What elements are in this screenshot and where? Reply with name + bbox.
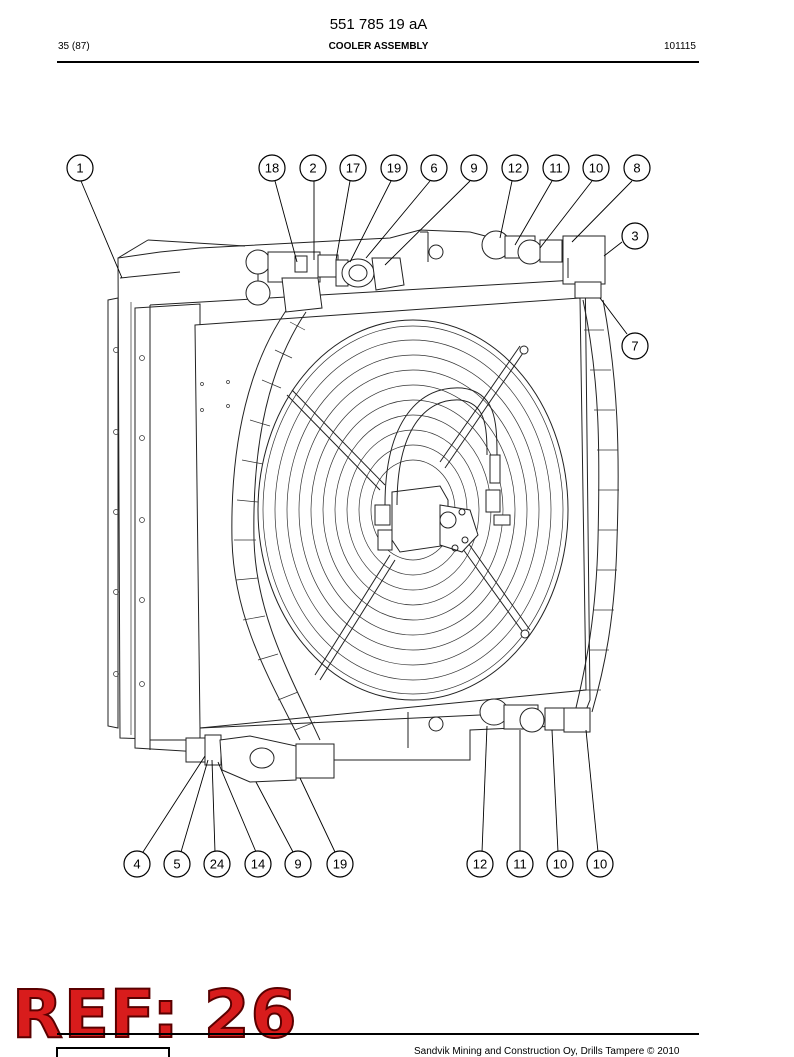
svg-text:4: 4 [133, 857, 140, 872]
document-number: 551 785 19 aA [329, 16, 428, 33]
callout-top-19: 19 [380, 154, 408, 182]
callout-right-7: 7 [621, 332, 649, 360]
right-hose [574, 299, 619, 713]
svg-text:9: 9 [470, 161, 477, 176]
svg-text:2: 2 [309, 161, 316, 176]
callout-bottom-24: 24 [203, 850, 231, 878]
svg-text:19: 19 [387, 161, 401, 176]
reference-stamp: REF: 26 [11, 976, 298, 1053]
brand-logo-icon [56, 1047, 170, 1057]
callout-top-18: 18 [258, 154, 286, 182]
svg-text:8: 8 [633, 161, 640, 176]
callout-bottom-9: 9 [284, 850, 312, 878]
bottom-left-fittings [185, 734, 335, 783]
fan-guard [257, 319, 569, 701]
svg-text:19: 19 [333, 857, 347, 872]
svg-text:14: 14 [251, 857, 265, 872]
svg-text:9: 9 [294, 857, 301, 872]
header-rule [57, 61, 699, 63]
callout-top-9: 9 [460, 154, 488, 182]
top-right-fittings [481, 230, 606, 299]
callout-bottom-11: 11 [506, 850, 534, 878]
callout-bottom-12: 12 [466, 850, 494, 878]
callout-bottom-10b: 10 [586, 850, 614, 878]
svg-text:10: 10 [593, 857, 607, 872]
svg-text:7: 7 [631, 339, 638, 354]
callout-top-12: 12 [501, 154, 529, 182]
callout-top-10: 10 [582, 154, 610, 182]
callout-bottom-5: 5 [163, 850, 191, 878]
svg-text:10: 10 [553, 857, 567, 872]
svg-text:5: 5 [173, 857, 180, 872]
svg-text:11: 11 [549, 161, 563, 176]
date-code: 101115 [664, 41, 696, 52]
top-left-fittings [245, 249, 405, 313]
footer-copyright: Sandvik Mining and Construction Oy, Dril… [414, 1046, 680, 1057]
svg-text:3: 3 [631, 229, 638, 244]
callout-bottom-19: 19 [326, 850, 354, 878]
callout-bottom-14: 14 [244, 850, 272, 878]
svg-text:1: 1 [76, 161, 83, 176]
svg-text:24: 24 [210, 857, 224, 872]
callout-bottom-10a: 10 [546, 850, 574, 878]
fan-motor [374, 387, 511, 553]
left-hose [231, 304, 321, 741]
callout-top-8: 8 [623, 154, 651, 182]
callout-right-3: 3 [621, 222, 649, 250]
svg-text:6: 6 [430, 161, 437, 176]
leader-lines [80, 180, 633, 853]
page-reference: 35 (87) [58, 41, 90, 52]
bottom-right-fittings [479, 698, 591, 733]
document-title: COOLER ASSEMBLY [328, 41, 429, 52]
svg-text:12: 12 [508, 161, 522, 176]
svg-text:10: 10 [589, 161, 603, 176]
footer-rule [57, 1033, 699, 1035]
svg-text:12: 12 [473, 857, 487, 872]
callout-top-1: 1 [66, 154, 94, 182]
svg-text:17: 17 [346, 161, 360, 176]
callout-bottom-4: 4 [123, 850, 151, 878]
callout-top-6: 6 [420, 154, 448, 182]
callout-top-11: 11 [542, 154, 570, 182]
radiator-frame [107, 229, 591, 761]
callout-top-2: 2 [299, 154, 327, 182]
callout-top-17: 17 [339, 154, 367, 182]
svg-text:18: 18 [265, 161, 279, 176]
svg-text:11: 11 [513, 857, 527, 872]
